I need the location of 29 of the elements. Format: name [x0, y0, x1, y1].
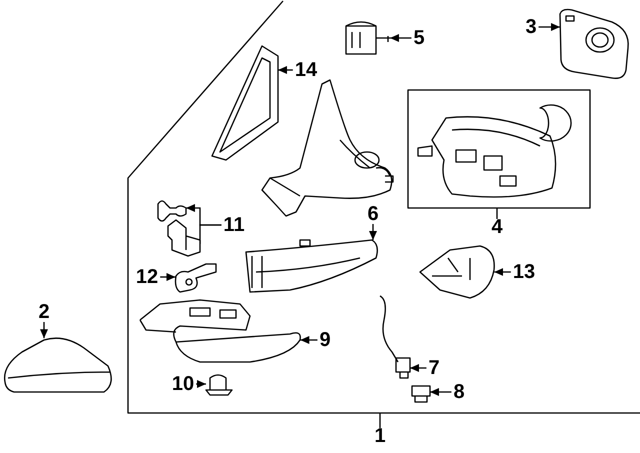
- callout-number: 5: [413, 28, 425, 48]
- mirror-cover-drawing: [4, 338, 112, 393]
- callout-number: 10: [172, 374, 194, 394]
- leader-line: [430, 388, 452, 396]
- leader-line: [410, 364, 426, 372]
- leader-line: [494, 268, 511, 276]
- callout-number: 1: [374, 426, 386, 446]
- callout-number: 11: [223, 215, 245, 235]
- callout-number: 2: [38, 302, 50, 322]
- callout-number: 8: [453, 382, 465, 402]
- leader-line: [300, 336, 318, 344]
- callout-number: 7: [428, 358, 440, 378]
- leader-line: [379, 413, 381, 428]
- leader-line: [538, 23, 560, 31]
- callout-number: 14: [294, 60, 318, 80]
- callout-number: 6: [367, 204, 379, 224]
- leader-line: [196, 380, 206, 388]
- callout-number: 3: [525, 17, 537, 37]
- leader-line: [40, 322, 48, 338]
- leader-line: [496, 208, 498, 219]
- callout-number: 4: [491, 217, 503, 237]
- leader-line: [369, 224, 377, 240]
- callout-number: 9: [319, 330, 331, 350]
- callout-number: 12: [136, 267, 158, 287]
- leader-line: [278, 66, 293, 74]
- leader-line: [160, 273, 176, 281]
- assembly-outline: [127, 0, 640, 414]
- leader-line: [390, 34, 412, 42]
- callout-number: 13: [512, 262, 536, 282]
